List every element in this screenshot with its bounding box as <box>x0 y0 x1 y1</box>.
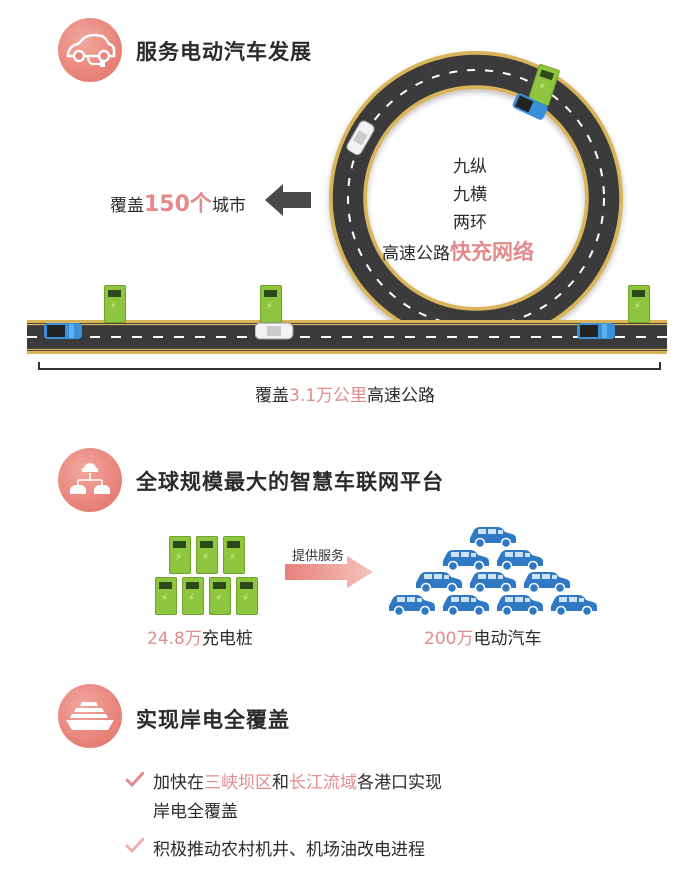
highway-loop-graphic <box>27 51 667 370</box>
cars-number: 200万 <box>424 629 474 649</box>
car-plug-icon <box>66 33 116 67</box>
section2-badge <box>58 448 122 512</box>
piles-count: 24.8万充电桩 <box>147 624 253 649</box>
bullet-2: 积极推动农村机井、机场油改电进程 <box>153 840 425 860</box>
bullet-1-part: 和 <box>272 773 289 793</box>
car-icon <box>512 93 548 120</box>
charging-pile-icon <box>196 536 218 574</box>
section1-badge <box>58 18 122 82</box>
loop-line-1: 九纵 <box>453 157 487 177</box>
charging-pile-icon <box>104 285 126 323</box>
loop-line-4-prefix: 高速公路 <box>382 244 450 264</box>
ship-icon <box>66 702 114 730</box>
charging-pile-icon <box>209 577 231 615</box>
section1-title: 服务电动汽车发展 <box>136 40 312 64</box>
loop-line-2: 九横 <box>453 185 487 205</box>
bullet-1-line-1: 加快在三峡坝区和长江流域各港口实现 <box>153 768 442 793</box>
section3-badge <box>58 684 122 748</box>
bullet-1-highlight: 长江流域 <box>289 773 357 793</box>
car-icon <box>346 120 375 156</box>
cars-suffix: 电动汽车 <box>473 629 542 649</box>
section2-title: 全球规模最大的智慧车联网平台 <box>136 470 444 494</box>
loop-line-4-highlight: 快充网络 <box>450 240 534 264</box>
highway-suffix: 高速公路 <box>367 386 436 406</box>
charging-pile-icon <box>169 536 191 574</box>
charging-pile-icon <box>236 577 258 615</box>
charging-pile-icon <box>182 577 204 615</box>
piles-number: 24.8万 <box>147 629 202 649</box>
left-arrow-icon <box>265 184 311 216</box>
connected-cars-icon <box>70 463 110 494</box>
service-arrow-label: 提供服务 <box>292 549 345 564</box>
charging-pile-icon <box>155 577 177 615</box>
section3-title: 实现岸电全覆盖 <box>136 708 290 732</box>
highway-number: 3.1万公里 <box>289 386 368 406</box>
bullet-1-part: 加快在 <box>153 773 204 793</box>
highway-coverage: 覆盖3.1万公里高速公路 <box>255 381 435 406</box>
car-icon <box>44 323 82 339</box>
car-icon <box>255 322 294 340</box>
loop-line-4: 高速公路快充网络 <box>382 236 534 266</box>
bullet-1-line-2: 岸电全覆盖 <box>153 802 238 822</box>
cities-coverage: 覆盖150个城市 <box>110 186 246 218</box>
cities-suffix: 城市 <box>211 196 246 216</box>
right-arrow-icon <box>285 556 373 588</box>
loop-line-3: 两环 <box>453 213 487 233</box>
highway-prefix: 覆盖 <box>255 386 289 406</box>
ev-car-pyramid <box>388 526 598 617</box>
car-icon <box>577 323 615 339</box>
piles-suffix: 充电桩 <box>201 629 253 649</box>
cities-prefix: 覆盖 <box>110 196 144 216</box>
cities-number: 150个 <box>144 192 212 217</box>
charging-pile-icon <box>223 536 245 574</box>
charging-pile-icon <box>260 285 282 323</box>
check-icon <box>126 772 144 788</box>
bullet-1-highlight: 三峡坝区 <box>204 773 272 793</box>
charging-pile-icon <box>628 285 650 323</box>
cars-count: 200万电动汽车 <box>424 624 541 649</box>
bullet-1-part: 各港口实现 <box>357 773 442 793</box>
check-icon <box>126 838 144 854</box>
